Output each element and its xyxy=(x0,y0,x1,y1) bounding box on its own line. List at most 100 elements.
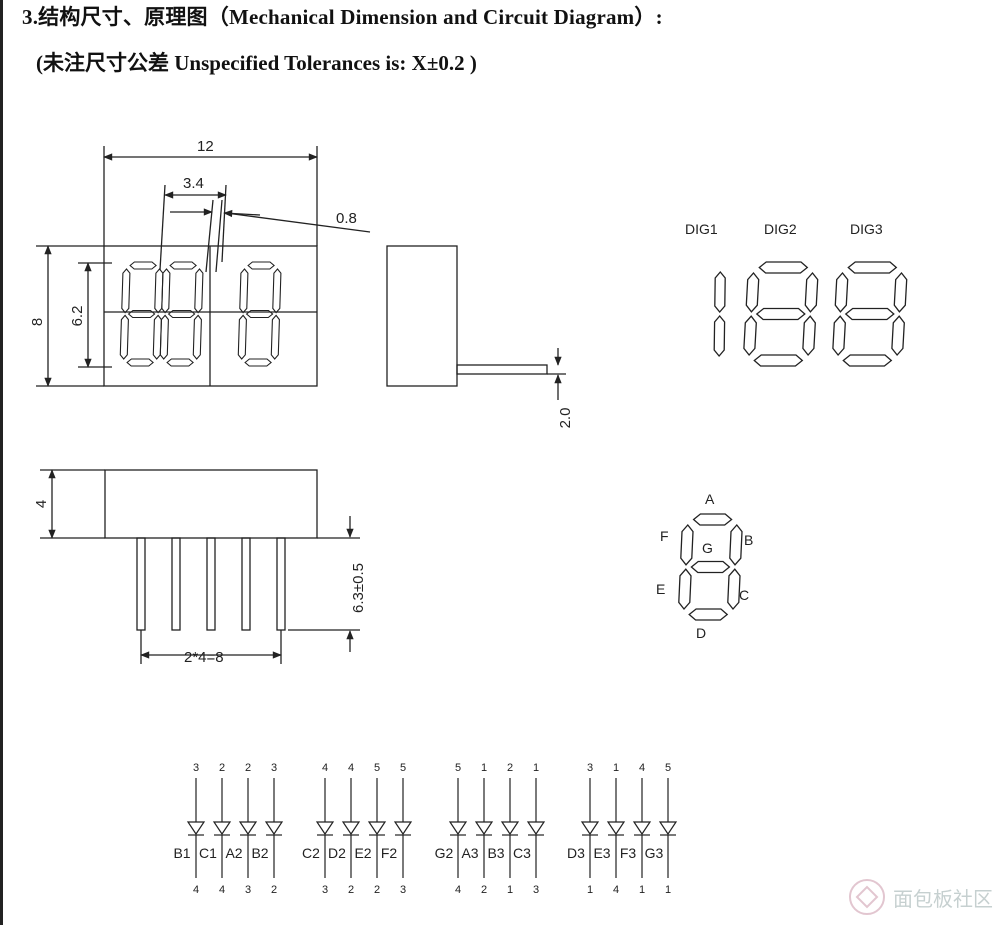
dim-pin-length: 6.3±0.5 xyxy=(350,563,367,613)
pin-top-label: 1 xyxy=(613,762,619,774)
segment-f xyxy=(121,268,131,314)
diode-c3: 1 3 C3 xyxy=(513,762,546,896)
pin-top-label: 3 xyxy=(271,762,277,774)
segment-a xyxy=(169,261,197,270)
segment-d xyxy=(126,358,154,367)
segment-label-b: B xyxy=(744,532,753,548)
segment-map-digit xyxy=(678,513,743,621)
pin-bottom-label: 4 xyxy=(193,884,199,896)
segment-g xyxy=(844,307,895,321)
segment-c xyxy=(192,314,202,360)
pin-top-label: 2 xyxy=(219,762,225,774)
pin-bottom-label: 2 xyxy=(271,884,277,896)
pin-bottom-label: 1 xyxy=(587,884,593,896)
diode-name-label: G2 xyxy=(435,845,454,861)
pin-top-label: 4 xyxy=(348,762,354,774)
segment-label-c: C xyxy=(739,587,749,603)
diode-name-label: E2 xyxy=(354,845,371,861)
segment-e xyxy=(119,314,129,360)
pin-top-label: 5 xyxy=(665,762,671,774)
segment-d xyxy=(753,354,804,367)
segment-c xyxy=(802,315,816,357)
segment-b xyxy=(729,523,743,566)
segment-g xyxy=(755,307,806,321)
diode-a3: 1 2 A3 xyxy=(461,762,494,896)
watermark: 面包板社区 xyxy=(847,877,993,917)
segment-f xyxy=(161,268,171,314)
segment-a xyxy=(692,513,733,526)
front-digit-3 xyxy=(237,261,282,367)
pin-bottom-label: 3 xyxy=(245,884,251,896)
segment-g xyxy=(167,309,196,319)
diode-name-label: C3 xyxy=(513,845,531,861)
front-digit-2 xyxy=(159,261,204,367)
diode-name-label: F3 xyxy=(620,845,637,861)
digit-label-3: DIG3 xyxy=(850,221,883,237)
front-digit-1 xyxy=(119,261,164,367)
segment-a xyxy=(758,261,809,274)
segment-e xyxy=(678,568,692,611)
circuit-diagram: 34B124C123A232B243C242D252E253F254G212A3… xyxy=(173,762,678,896)
segment-f xyxy=(680,523,694,566)
segment-label-d: D xyxy=(696,625,706,641)
segment-c xyxy=(727,568,741,611)
pin-bottom-label: 3 xyxy=(533,884,539,896)
segment-d xyxy=(688,608,729,621)
segment-c xyxy=(891,315,905,357)
segment-d xyxy=(244,358,272,367)
diode-name-label: B3 xyxy=(487,845,504,861)
segment-b xyxy=(804,271,819,313)
pin-top-label: 4 xyxy=(639,762,645,774)
page-title: 3.结构尺寸、原理图（Mechanical Dimension and Circ… xyxy=(22,5,663,29)
segment-c xyxy=(270,314,280,360)
segment-a xyxy=(247,261,275,270)
pin-top-label: 1 xyxy=(533,762,539,774)
diode-name-label: C2 xyxy=(302,845,320,861)
pin-bottom-label: 4 xyxy=(219,884,225,896)
side-view-body xyxy=(386,245,458,387)
segment-e xyxy=(743,315,757,357)
segment-e xyxy=(159,314,169,360)
segment-a xyxy=(129,261,157,270)
watermark-text: 面包板社区 xyxy=(893,886,993,911)
segment-label-f: F xyxy=(660,528,669,544)
pin-top-label: 2 xyxy=(507,762,513,774)
pin-top-label: 1 xyxy=(481,762,487,774)
digit-label-1: DIG1 xyxy=(685,221,718,237)
diode-name-label: B1 xyxy=(173,845,190,861)
big-digit-2 xyxy=(743,261,819,367)
segment-c xyxy=(713,314,726,358)
tolerance-note: (未注尺寸公差 Unspecified Tolerances is: X±0.2… xyxy=(36,51,477,75)
dim-height: 8 xyxy=(29,318,46,326)
pin-bottom-label: 2 xyxy=(374,884,380,896)
pin-bottom-label: 3 xyxy=(322,884,328,896)
segment-d xyxy=(166,358,194,367)
segment-f xyxy=(745,271,760,313)
pin-bottom-label: 4 xyxy=(455,884,461,896)
diode-name-label: A3 xyxy=(461,845,478,861)
segment-a xyxy=(847,261,898,274)
big-digit-1 xyxy=(713,270,726,358)
diode-name-label: C1 xyxy=(199,845,217,861)
pin-bottom-label: 2 xyxy=(481,884,487,896)
pin-bottom-label: 1 xyxy=(639,884,645,896)
segment-b xyxy=(272,268,282,314)
pin-top-label: 3 xyxy=(587,762,593,774)
diode-name-label: E3 xyxy=(593,845,610,861)
pin-top-label: 5 xyxy=(400,762,406,774)
side-view-pin xyxy=(456,364,548,375)
pin-top-label: 3 xyxy=(193,762,199,774)
pin-top-label: 5 xyxy=(455,762,461,774)
diode-c1: 2 4 C1 xyxy=(199,762,232,896)
